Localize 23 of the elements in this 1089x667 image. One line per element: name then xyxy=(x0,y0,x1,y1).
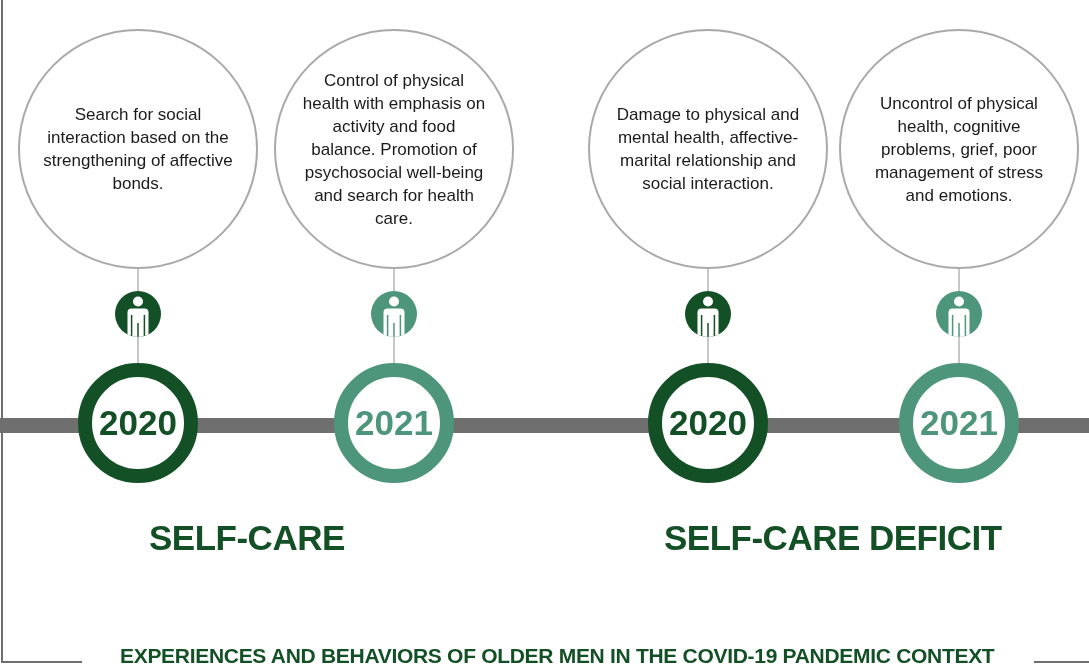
connector-line xyxy=(707,268,709,292)
circle-text: Search for social interaction based on the strengthening of affective bonds. xyxy=(42,104,234,195)
year-label: 2020 xyxy=(669,403,747,443)
connector-line xyxy=(393,268,395,292)
person-icon xyxy=(371,291,417,337)
connector-line xyxy=(707,336,709,364)
section-heading: SELF-CARE xyxy=(149,518,345,558)
section-heading: SELF-CARE DEFICIT xyxy=(664,518,1002,558)
year-label: 2021 xyxy=(355,403,433,443)
person-icon xyxy=(936,291,982,337)
connector-line xyxy=(393,336,395,364)
connector-line xyxy=(137,268,139,292)
caption: EXPERIENCES AND BEHAVIORS OF OLDER MEN IN THE COVID-19 PANDEMIC CONTEXT xyxy=(120,644,995,667)
connector-line xyxy=(958,336,960,364)
circle-text: Uncontrol of physical health, cognitive problems, grief, poor management of stress and emotions. xyxy=(873,92,1045,207)
connector-line xyxy=(137,336,139,364)
person-icon xyxy=(115,291,161,337)
circle-text: Damage to physical and mental health, affective-marital relationship and social interaction. xyxy=(615,104,801,195)
circle-text: Control of physical health with emphasis on activity and food balance. Promotion of psychosocial well-being and search for health care. xyxy=(301,69,487,230)
connector-line xyxy=(958,268,960,292)
year-label: 2020 xyxy=(99,403,177,443)
year-label: 2021 xyxy=(920,403,998,443)
person-icon xyxy=(685,291,731,337)
